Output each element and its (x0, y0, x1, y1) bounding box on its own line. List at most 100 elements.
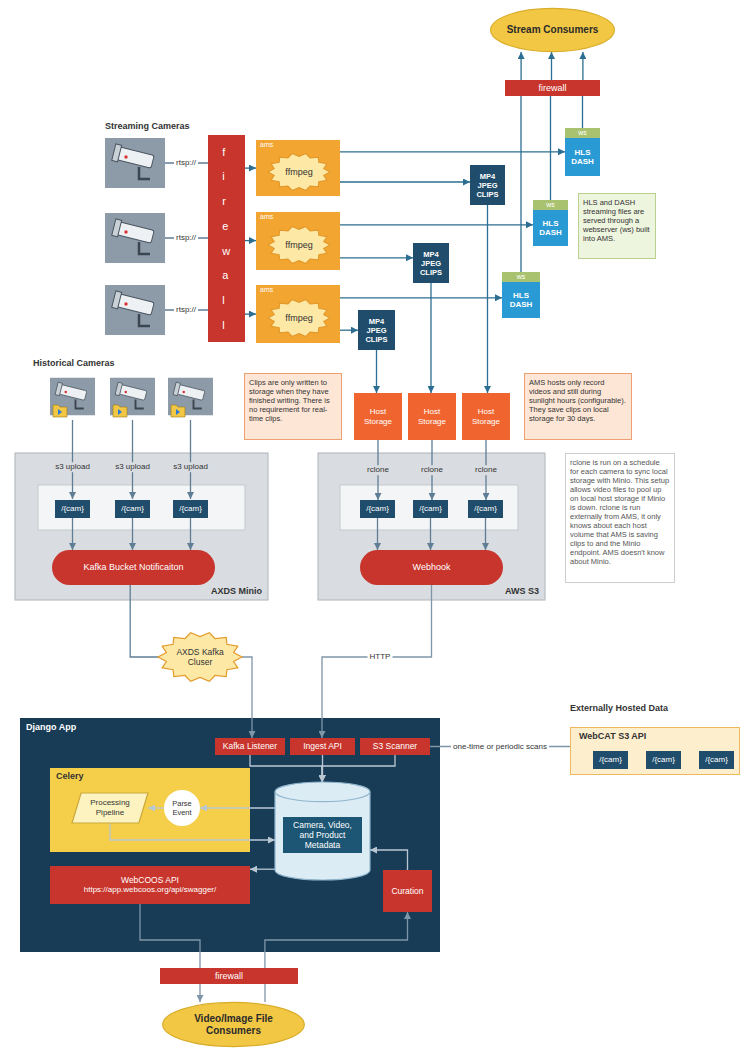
body-text: https://app.webcoos.org/api/swagger/ (84, 885, 217, 895)
label-text: Stream Consumers (507, 24, 599, 36)
label-text: S3 Scanner (373, 741, 417, 751)
clips-box: MP4 JPEG CLIPS (413, 243, 449, 283)
label-text: ws (565, 128, 600, 138)
ams-host: amsffmpeg (256, 140, 340, 196)
connector (245, 240, 256, 241)
bucket-folder: /{cam} (468, 500, 503, 518)
label-text: HLS and DASH streaming files are served … (583, 198, 651, 243)
line-label: s3 upload (53, 462, 92, 472)
label-text: ams (260, 213, 273, 221)
label-text: /{cam} (652, 755, 675, 765)
label-text: /{cam} (179, 504, 202, 514)
group-heading: Historical Cameras (33, 358, 115, 369)
shape-outline (163, 1002, 305, 1046)
label-text: /{cam} (61, 504, 84, 514)
connector (520, 96, 521, 272)
label-text: ffmpeg (285, 240, 312, 251)
process-box: S3 Scanner (360, 738, 430, 755)
event-pill: Kafka Bucket Notificaiton (52, 550, 215, 585)
ams-host: ams ffmpeg (256, 212, 340, 270)
shape-outline (491, 8, 615, 51)
line-label: rtsp:// (174, 305, 198, 315)
label-text: Host Storage (357, 407, 399, 426)
event-pill: Webhook (360, 550, 503, 585)
label-text: Video/Image File Consumers (178, 1013, 289, 1037)
label-text: MP4 JPEG CLIPS (361, 317, 392, 344)
label-text: /{cam} (121, 504, 144, 514)
process-box: Curation (383, 870, 432, 912)
shape-outline (158, 633, 242, 682)
connector (340, 224, 533, 225)
label-text: ams (260, 286, 273, 294)
connector (430, 518, 431, 550)
clips-box: MP4 JPEG CLIPS (358, 310, 395, 350)
event-circle: Parse Event (164, 790, 200, 826)
label-text: Clips are only written to storage when t… (249, 378, 337, 423)
label-text: AXDS Minio (211, 586, 262, 597)
label-text: Host Storage (411, 407, 453, 426)
illustration-layer (190, 420, 191, 499)
connector (200, 807, 275, 808)
connector (130, 585, 158, 657)
label-text: ws (502, 272, 540, 282)
firewall-bar: firewall (208, 135, 245, 342)
storage-panel: AXDS Minio /{cam} /{cam} /{cam} Kafka Bucket… (15, 453, 268, 600)
label-text: firewall (538, 83, 566, 94)
note-box: HLS and DASH streaming files are served … (578, 193, 656, 259)
label-text: WebCOOS API (121, 875, 179, 885)
bucket-folder: /{cam} (173, 500, 208, 518)
label-text: rclone is run on a schedule for each cam… (570, 458, 670, 566)
connector (148, 807, 164, 808)
label-text: /{cam} (474, 504, 497, 514)
edge-label: rclone (419, 465, 445, 475)
note-box: AMS hosts only record videos and still d… (524, 373, 632, 440)
storage-box: Host Storage (354, 393, 402, 440)
connector (340, 297, 502, 298)
connector (245, 167, 256, 168)
label-text: Celery (56, 771, 84, 782)
label-text: AMS hosts only record videos and still d… (529, 378, 627, 423)
storage-box: Host Storage (408, 393, 456, 440)
label-text: MP4 JPEG CLIPS (473, 172, 502, 199)
ffmpeg-burst: ffmpeg (268, 299, 330, 337)
webserver-box: wsHLS DASH (533, 200, 568, 246)
line-label: rtsp:// (174, 233, 198, 243)
connector (190, 518, 191, 550)
label-text: Django App (26, 722, 76, 733)
bucket-folder: /{cam} (360, 500, 395, 518)
connector (140, 904, 200, 968)
connector (430, 283, 431, 393)
illustration-layer (118, 409, 122, 415)
label-text: ffmpeg (285, 313, 312, 324)
connector (520, 52, 521, 80)
label-text: AWS S3 (505, 586, 539, 597)
label-text: ffmpeg (285, 167, 312, 178)
illustration-layer (113, 405, 127, 417)
shape-outline (275, 792, 370, 802)
illustration-layer (171, 405, 185, 417)
connector (485, 518, 486, 550)
bucket-folder: /{cam} (699, 751, 734, 769)
illustration-layer (105, 285, 165, 335)
connector (340, 330, 358, 331)
shape-outline (275, 782, 370, 880)
label-text: firewall (215, 971, 243, 982)
bucket-folder: /{cam} (413, 500, 448, 518)
storage-box: Host Storage (462, 393, 510, 440)
webserver-box: wsHLS DASH (502, 272, 540, 318)
ffmpeg-burst: ffmpeg (268, 153, 330, 191)
label-text: Host Storage (465, 407, 507, 426)
connector (370, 850, 408, 870)
edge-label: HTTP (368, 652, 393, 662)
bucket-folder: /{cam} (55, 500, 90, 518)
connector (250, 755, 322, 782)
storage-panel: AWS S3 /{cam} /{cam} /{cam} Webhook (318, 453, 545, 600)
app-panel: Django AppKafka ListenerIngest APIS3 Sca… (20, 718, 440, 952)
firewall-bar: firewall (160, 968, 298, 984)
ffmpeg-burst: ffmpeg (268, 226, 330, 264)
edge-label: one-time or periodic scans (451, 742, 549, 752)
connector (245, 313, 256, 314)
note-box: rclone is run on a schedule for each cam… (565, 453, 675, 583)
ams-host: ams ffmpeg (256, 285, 340, 343)
